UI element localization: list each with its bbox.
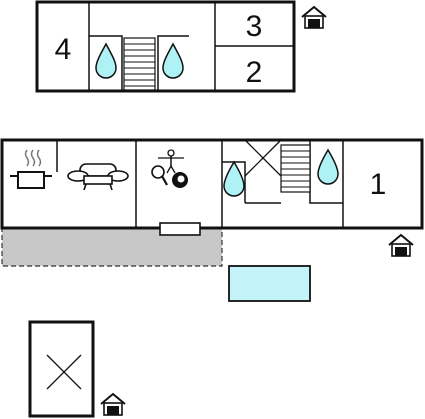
outbuilding xyxy=(28,320,126,418)
entrance-house-icon xyxy=(388,233,414,257)
room-label-3: 3 xyxy=(246,10,263,43)
ground-floor: 1 xyxy=(0,138,424,267)
billiard-ball-icon xyxy=(172,172,188,188)
stairs-icon xyxy=(280,144,311,193)
doorway xyxy=(159,222,201,236)
upper-floor: 4 3 2 xyxy=(35,0,327,93)
water-drop-icon xyxy=(223,160,245,197)
table-football-icon xyxy=(158,149,184,174)
room-label-1: 1 xyxy=(370,168,387,201)
stairs-icon xyxy=(123,37,156,91)
bed-icon xyxy=(46,354,82,390)
table-tennis-icon xyxy=(151,165,168,186)
water-drop-icon xyxy=(317,148,339,185)
bathroom-upper xyxy=(89,35,189,91)
entrance-house-icon xyxy=(100,392,126,416)
cooking-pot-icon xyxy=(10,149,52,189)
water-drop-icon xyxy=(95,42,117,79)
sofa-icon xyxy=(67,163,129,191)
entrance-house-icon xyxy=(301,5,327,29)
pool-icon xyxy=(228,265,311,302)
bathroom-ground xyxy=(222,139,343,204)
room-label-4: 4 xyxy=(55,33,72,66)
room-label-2: 2 xyxy=(246,56,263,89)
water-drop-icon xyxy=(162,42,184,79)
